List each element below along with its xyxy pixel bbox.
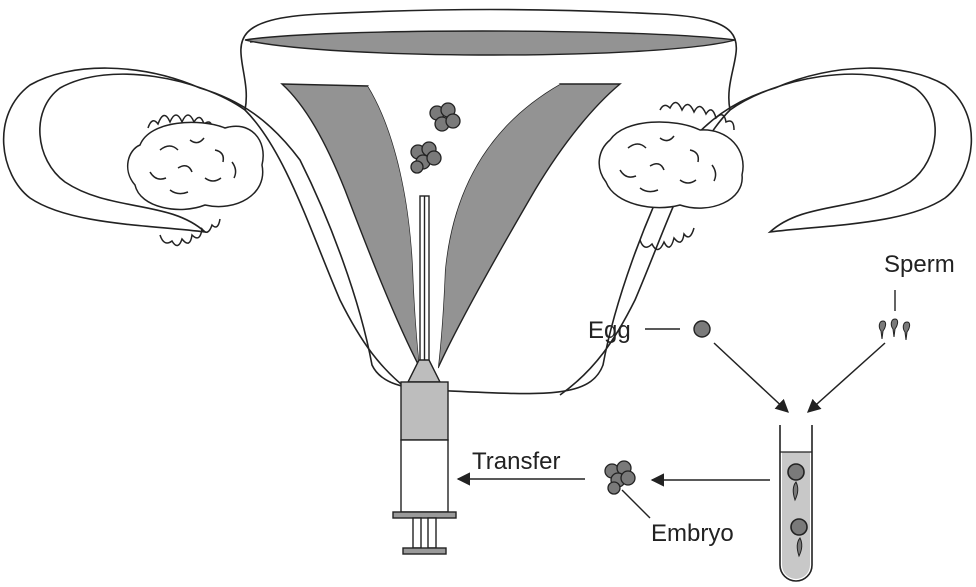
- egg-cell: [694, 321, 710, 337]
- test-tube: [780, 425, 812, 581]
- egg-to-tube-arrow: [714, 343, 788, 412]
- left-ovary: [128, 122, 263, 209]
- sperm-label: Sperm: [884, 251, 955, 278]
- uterine-fundus-muscle: [245, 31, 735, 55]
- sperm-to-tube-arrow: [808, 343, 885, 412]
- embryo-leader-line: [622, 490, 650, 518]
- embryo-cell-cluster: [605, 461, 635, 494]
- sperm-cells: [879, 319, 909, 340]
- right-ovary: [599, 122, 743, 208]
- transfer-label: Transfer: [472, 448, 560, 475]
- egg-label: Egg: [588, 317, 631, 344]
- embryo-label: Embryo: [651, 520, 734, 547]
